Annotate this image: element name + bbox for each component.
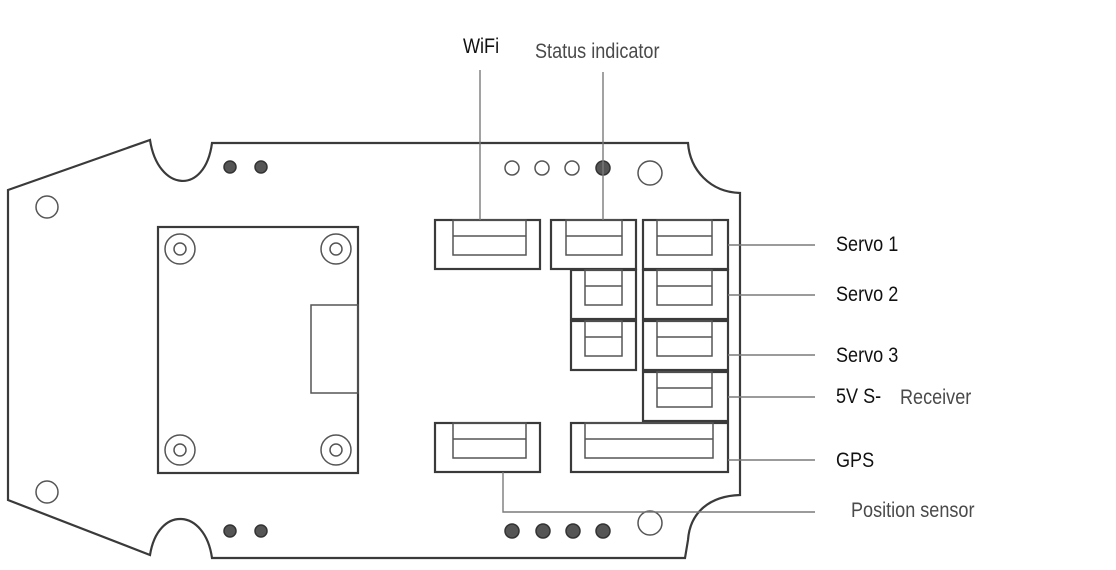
mount-hole-bottom-right (637, 510, 663, 536)
module-board (156, 225, 360, 475)
pad (565, 523, 581, 539)
small-connector (569, 319, 638, 372)
mount-hole-left-bottom (35, 480, 59, 504)
pad (535, 523, 551, 539)
label-servo-3: Servo 3 (836, 344, 899, 367)
position-sensor-connector (433, 421, 542, 474)
power-receiver-connector (641, 370, 730, 423)
led (564, 160, 580, 176)
servo-2-connector (641, 268, 730, 321)
board-outline (6, 138, 742, 560)
pad (223, 160, 237, 174)
gps-connector (569, 421, 730, 474)
servo-3-connector (641, 319, 730, 372)
mount-hole-left-top (35, 195, 59, 219)
led (504, 160, 520, 176)
pad (504, 523, 520, 539)
status-connector (549, 218, 638, 271)
label-power: 5V S- (836, 385, 882, 408)
module-screw-holes (164, 233, 352, 466)
servo-1-connector (641, 218, 730, 271)
wifi-connector (433, 218, 542, 271)
label-servo-2: Servo 2 (836, 283, 899, 306)
label-receiver: Receiver (900, 386, 972, 409)
label-status-indicator: Status indicator (535, 40, 660, 63)
small-connector (569, 268, 638, 321)
led (534, 160, 550, 176)
label-gps: GPS (836, 449, 875, 472)
mount-hole-top-right (637, 160, 663, 186)
label-servo-1: Servo 1 (836, 233, 899, 256)
pad (595, 523, 611, 539)
module-component (310, 304, 359, 394)
pad (254, 160, 268, 174)
position-sensor-leader (502, 472, 815, 513)
label-position-sensor: Position sensor (851, 499, 975, 522)
label-wifi: WiFi (463, 35, 500, 58)
pad (223, 524, 237, 538)
pad (254, 524, 268, 538)
